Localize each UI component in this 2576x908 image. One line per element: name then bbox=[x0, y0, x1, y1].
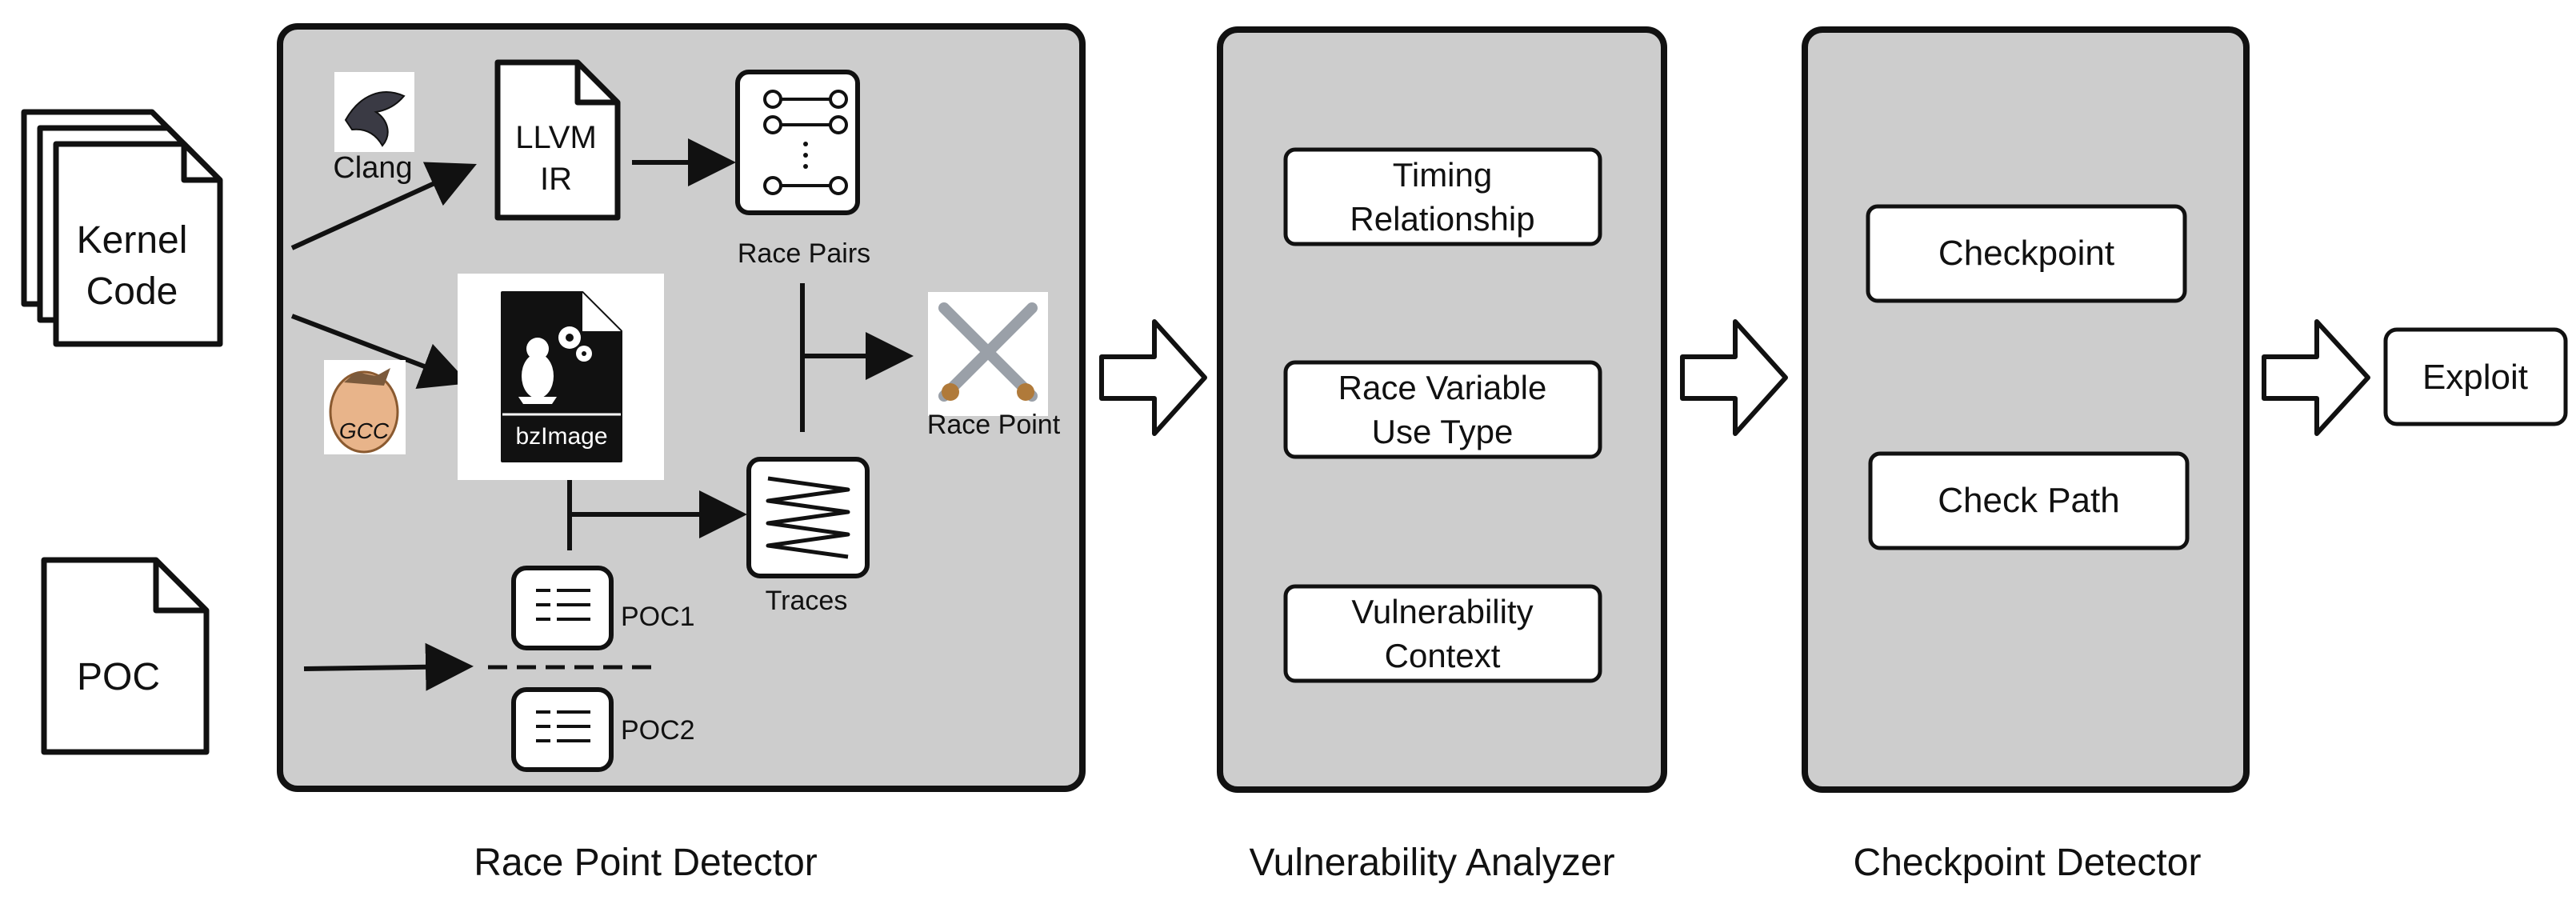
race-point-detector-title: Race Point Detector bbox=[474, 842, 818, 884]
gcc-logo: GCC bbox=[324, 360, 406, 454]
check-path-box bbox=[1868, 451, 2190, 550]
llvm-ir-document: LLVM IR bbox=[494, 59, 621, 221]
linux-penguin-icon bbox=[518, 338, 557, 404]
poc-label: POC bbox=[77, 656, 160, 698]
crossed-swords-icon bbox=[928, 292, 1048, 416]
race-variable-use-type-line2: Use Type bbox=[1372, 413, 1514, 450]
poc2-label: POC2 bbox=[621, 715, 695, 746]
poc2-icon bbox=[511, 687, 614, 772]
poc1-icon bbox=[511, 566, 614, 650]
arrow-kernel-to-bzimage bbox=[290, 314, 470, 389]
vulnerability-context-box bbox=[1283, 584, 1602, 683]
checkpoint-detector-panel: Checkpoint Check Path bbox=[1802, 26, 2250, 793]
flow-arrow-1 bbox=[1099, 319, 1207, 436]
gcc-label: GCC bbox=[339, 418, 390, 443]
check-path-label: Check Path bbox=[1938, 481, 2119, 520]
llvm-ir-label-line2: IR bbox=[540, 162, 572, 197]
exploit-box bbox=[2383, 327, 2568, 426]
checkpoint-box bbox=[1866, 204, 2187, 303]
timing-relationship-box bbox=[1283, 147, 1602, 246]
vulnerability-analyzer-title: Vulnerability Analyzer bbox=[1249, 842, 1614, 884]
flow-arrow-2 bbox=[1680, 319, 1788, 436]
traces-icon bbox=[746, 457, 870, 578]
bzimage-document: bzImage bbox=[458, 274, 664, 480]
race-pairs-icon bbox=[735, 70, 860, 215]
vulnerability-analyzer-panel: Timing Relationship Race Variable Use Ty… bbox=[1217, 26, 1667, 793]
poc-input: POC bbox=[41, 557, 210, 755]
arrow-kernel-to-llvm bbox=[290, 162, 477, 250]
timing-relationship-line2: Relationship bbox=[1350, 200, 1534, 238]
gear-icon bbox=[558, 326, 592, 362]
race-point-label: Race Point bbox=[927, 410, 1061, 440]
race-variable-use-type-line1: Race Variable bbox=[1338, 369, 1547, 406]
clang-label: Clang bbox=[333, 151, 412, 185]
kernel-code-input: Kernel Code bbox=[21, 109, 223, 347]
flow-arrow-3 bbox=[2262, 319, 2370, 436]
vulnerability-context-line1: Vulnerability bbox=[1351, 593, 1533, 630]
race-point-detector-panel: Clang GCC LLVM IR bbox=[277, 23, 1086, 792]
clang-logo: Clang bbox=[333, 72, 414, 185]
checkpoint-detector-title: Checkpoint Detector bbox=[1854, 842, 2202, 884]
arrow-poc-in bbox=[303, 642, 474, 691]
llvm-ir-label-line1: LLVM bbox=[515, 120, 597, 155]
document-icon bbox=[53, 141, 223, 347]
checkpoint-label: Checkpoint bbox=[1938, 234, 2114, 273]
exploit-label: Exploit bbox=[2422, 358, 2528, 397]
timing-relationship-line1: Timing bbox=[1393, 156, 1492, 194]
bzimage-label: bzImage bbox=[515, 423, 607, 450]
poc1-label: POC1 bbox=[621, 602, 695, 632]
kernel-code-label-line2: Code bbox=[86, 270, 178, 313]
race-pairs-label: Race Pairs bbox=[738, 238, 870, 269]
document-icon bbox=[501, 291, 622, 462]
kernel-code-label-line1: Kernel bbox=[77, 219, 188, 262]
race-variable-use-type-box bbox=[1283, 360, 1602, 459]
vulnerability-context-line2: Context bbox=[1385, 637, 1501, 674]
traces-label: Traces bbox=[766, 586, 848, 616]
gnu-icon bbox=[329, 370, 399, 454]
